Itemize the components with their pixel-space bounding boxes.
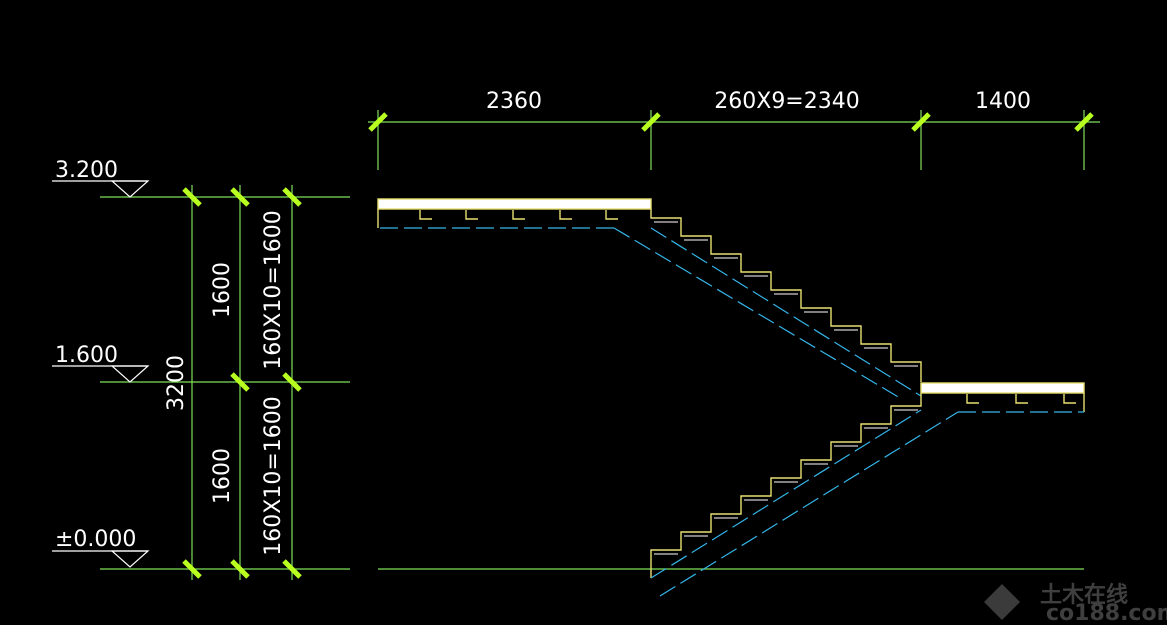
dim-text-landing-upper: 2360 [486,89,542,114]
dim-text-lower-steps: 160X10=1600 [261,396,286,555]
dim-text-upper-steps: 160X10=1600 [261,210,286,369]
watermark: 土木在线 co188.com [984,582,1167,625]
top-dimension-chain: 2360 260X9=2340 1400 [368,89,1100,170]
mid-landing-concrete [921,383,1084,393]
dim-tick-2 [641,112,661,132]
dim-tick-4 [1074,112,1094,132]
upper-flight [650,209,922,397]
mid-landing-slab [920,382,1085,413]
watermark-en: co188.com [1046,601,1167,625]
level-text-0: ±0.000 [55,527,136,552]
dim-text-landing-lower: 1400 [975,89,1031,114]
level-marker-3200: 3.200 [52,158,150,198]
level-text-1600: 1.600 [55,343,118,368]
level-marker-1600: 1.600 [52,343,150,383]
dim-text-upper-height: 1600 [210,262,235,318]
dim-tick-1 [368,112,388,132]
upper-landing-slab [377,198,901,399]
dim-text-flight: 260X9=2340 [714,89,859,114]
level-text-3200: 3.200 [55,158,118,183]
watermark-cn: 土木在线 [1040,582,1128,608]
watermark-logo-icon [984,584,1020,620]
level-lines [100,196,1084,570]
dim-tick-3 [911,112,931,132]
lower-flight [650,393,959,597]
dim-text-total-height: 3200 [164,355,189,411]
level-marker-0: ±0.000 [52,527,150,568]
dim-text-lower-height: 1600 [210,448,235,504]
upper-landing-concrete [378,199,651,209]
vertical-dimensions: 3200 1600 1600 160X10=1600 160X10=1600 [164,185,302,580]
